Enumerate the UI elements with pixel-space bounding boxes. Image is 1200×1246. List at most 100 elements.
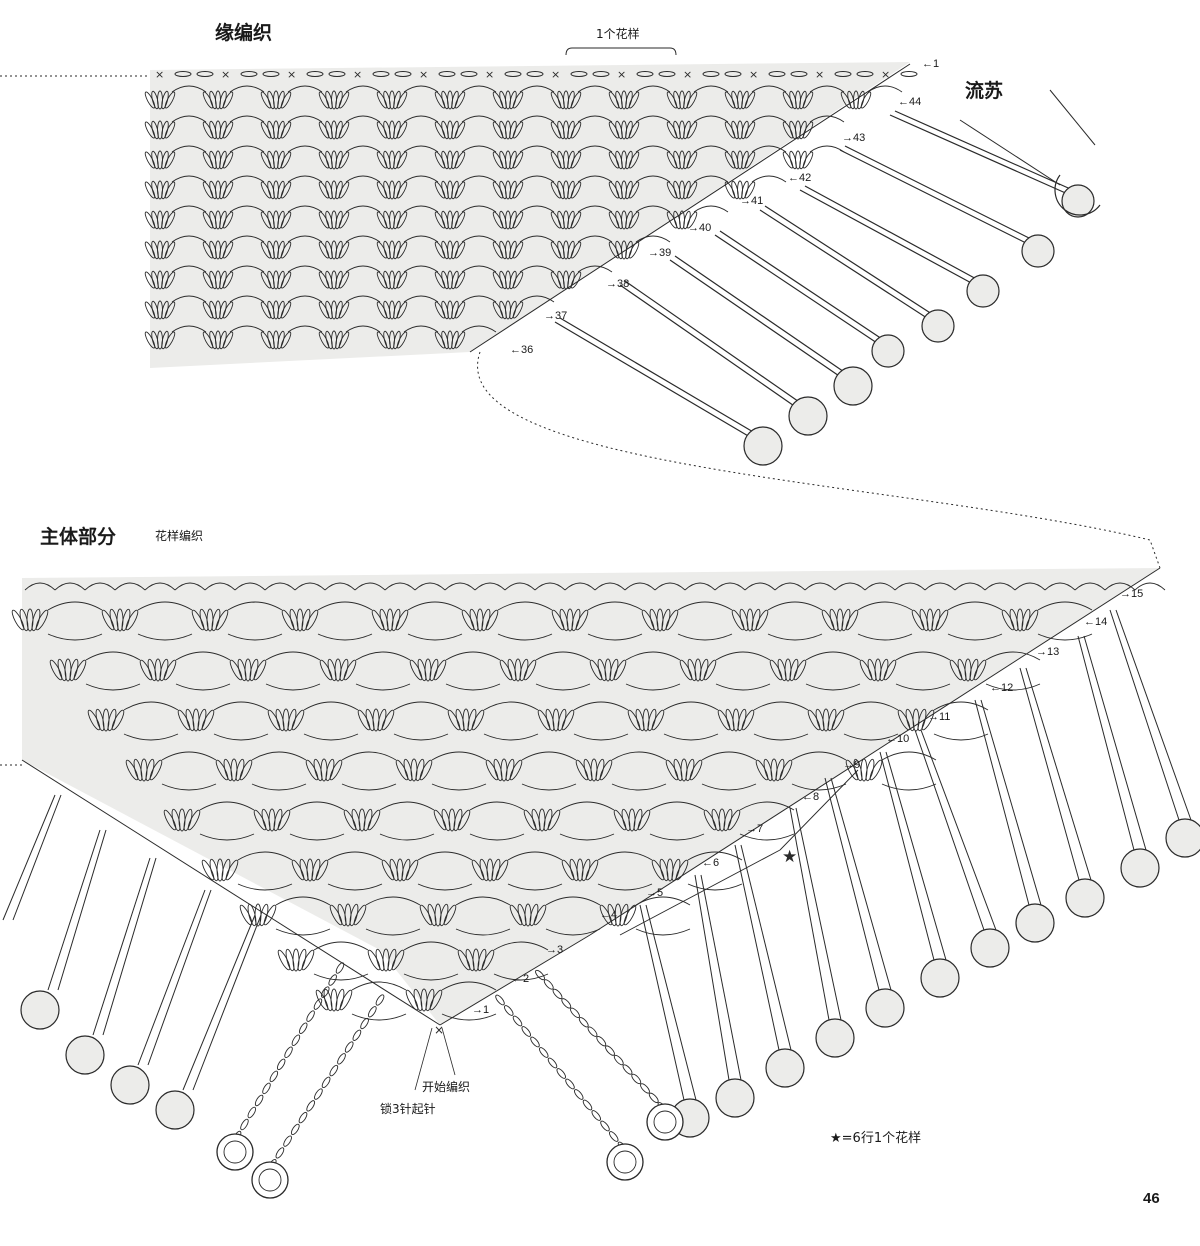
petal-stitch [570,181,582,199]
petal-stitch [647,708,657,732]
arch-chain [507,851,563,861]
chain-stitch [605,1045,615,1056]
arch-chain [497,633,553,641]
petal-stitch [335,270,343,290]
arch-chain [403,175,439,183]
leader-line [414,1027,433,1091]
arch-chain [229,115,265,123]
arch-chain [1014,582,1046,591]
chain-stitch [856,71,874,77]
chain-stitch [313,998,323,1010]
arch-chain [715,683,771,691]
leader-line [619,769,859,936]
arch-chain [199,833,255,841]
chain-stitch [640,1083,650,1094]
chart-stroke: × [815,68,824,81]
petal-stitch [263,904,277,926]
petal-stitch [451,270,459,290]
petal-stitch [831,709,845,731]
arch-chain [287,235,323,243]
row-label: →1 [472,1004,490,1016]
chart-stroke: × [221,68,230,81]
arch-chain [47,601,103,611]
arch-chain [114,582,146,591]
arch-chain [379,833,435,841]
arch-chain [365,928,421,936]
chain-stitch [314,1088,323,1100]
row-label: →3 [546,944,564,956]
arch-chain [519,295,555,303]
petal-stitch [512,121,524,139]
arch-chain [521,783,577,791]
chain-stitch [574,1089,584,1100]
petal-stitch [775,758,785,782]
arch-chain [327,851,383,861]
petal-stitch [239,759,253,781]
petal-stitch [686,151,698,169]
arch-chain [947,633,1003,641]
direction-arrow [1054,174,1101,216]
petal-stitch [451,210,459,230]
petal-stitch [686,91,698,109]
arch-chain [303,733,359,741]
arch-chain [635,928,691,936]
arch-chain [597,883,653,891]
chain-stitch [543,979,554,990]
arch-chain [229,145,265,153]
petal-stitch [419,759,433,781]
petal-stitch [393,150,401,170]
main-subtitle: 花样编织 [155,529,204,543]
tassel-bead [715,1078,755,1118]
arch-chain [597,851,653,861]
petal-stitch [396,121,408,139]
arch-chain [624,582,656,591]
arch-chain [403,295,439,303]
fringe-label: 流苏 [965,80,1004,102]
chain-stitch [283,1135,292,1147]
arch-chain [354,582,386,591]
petal-stitch [164,271,176,289]
petal-stitch [467,708,477,732]
petal-stitch [512,151,524,169]
arch-chain [519,175,555,183]
petal-stitch [619,903,629,927]
petal-stitch [31,608,41,632]
arch-chain [649,801,705,811]
arch-chain [611,751,667,761]
petal-stitch [396,181,408,199]
chain-stitch [337,1053,346,1065]
petal-stitch [595,758,605,782]
petal-stitch [219,240,227,260]
petal-stitch [451,120,459,140]
arch-chain [461,235,497,243]
arch-chain [895,683,951,691]
arch-chain [635,205,671,213]
petal-stitch [149,759,163,781]
petal-stitch [741,90,749,110]
arch-chain [345,145,381,153]
petal-stitch [451,330,459,350]
petal-stitch [675,859,689,881]
petal-stitch [625,180,633,200]
chart-stroke: × [617,68,626,81]
chain-stitch [768,71,786,77]
arch-chain [175,683,231,691]
arch-chain [559,833,615,841]
petal-stitch [381,709,395,731]
petal-stitch [280,151,292,169]
arch-chain [461,145,497,153]
petal-stitch [454,241,466,259]
arch-chain [144,582,176,591]
petal-stitch [164,181,176,199]
petal-stitch [280,181,292,199]
petal-stitch [802,121,814,139]
petal-stitch [377,708,387,732]
chain-stitch [328,71,346,77]
chain-stitch [834,71,852,77]
petal-stitch [471,709,485,731]
arch-chain [564,582,596,591]
petal-stitch [581,858,591,882]
petal-stitch [221,858,231,882]
chain-stitch [247,1106,257,1119]
